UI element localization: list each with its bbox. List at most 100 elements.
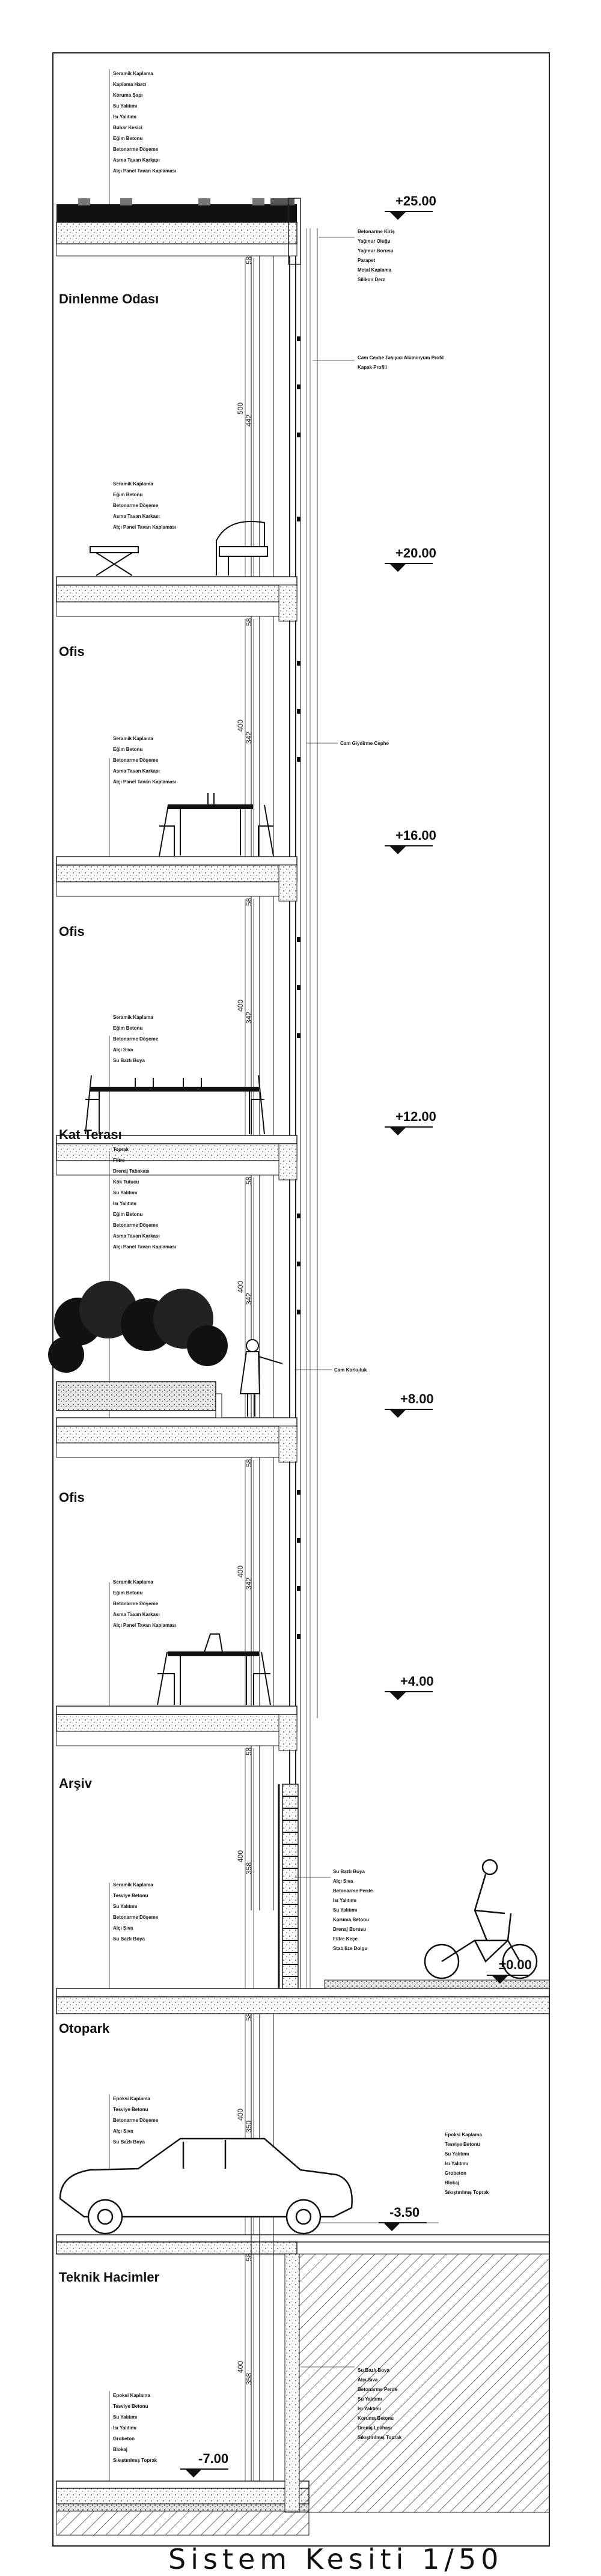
svg-text:Cam Korkuluk: Cam Korkuluk [334, 1367, 367, 1373]
svg-text:+25.00: +25.00 [395, 193, 436, 208]
svg-text:±0.00: ±0.00 [499, 1957, 532, 1972]
note-floor-a: Seramik Kaplama Eğim Betonu Betonarme Dö… [113, 481, 176, 530]
dim-story-6: 400 [236, 1850, 245, 1862]
svg-text:Eğim Betonu: Eğim Betonu [113, 492, 142, 497]
svg-text:Isı Yalıtımı: Isı Yalıtımı [113, 114, 136, 120]
svg-text:Su Yalıtımı: Su Yalıtımı [113, 2414, 137, 2420]
svg-text:Sıkıştırılmış Toprak: Sıkıştırılmış Toprak [445, 2190, 489, 2195]
room-label-arsiv: Arşiv [59, 1776, 93, 1791]
svg-text:Betonarme Döşeme: Betonarme Döşeme [113, 1601, 159, 1606]
dim-slab-2: 58 [245, 618, 253, 626]
room-label-ofis-3: Ofis [59, 1490, 85, 1505]
svg-text:Seramik Kaplama: Seramik Kaplama [113, 1882, 153, 1888]
room-labels: Dinlenme Odası Ofis Ofis Kat Terası Ofis… [59, 291, 160, 2285]
svg-text:Asma Tavan Karkası: Asma Tavan Karkası [113, 157, 160, 163]
floor-slabs [56, 576, 550, 2512]
slab-m7 [56, 2480, 310, 2512]
svg-text:Su Bazlı Boya: Su Bazlı Boya [113, 1936, 145, 1942]
svg-text:Betonarme Döşeme: Betonarme Döşeme [113, 147, 159, 152]
sheet-border [52, 52, 550, 2547]
level-20: +20.00 [385, 545, 436, 572]
svg-text:Kapak Profili: Kapak Profili [358, 365, 387, 370]
svg-text:Eğim Betonu: Eğim Betonu [113, 136, 142, 141]
dim-story-2: 400 [236, 720, 245, 732]
car [59, 2137, 353, 2235]
svg-text:Tesviye Betonu: Tesviye Betonu [445, 2142, 480, 2147]
note-parking-floor: Epoksi Kaplama Tesviye Betonu Betonarme … [113, 2096, 159, 2145]
lounge-furniture [90, 521, 268, 576]
room-label-ofis-2: Ofis [59, 924, 85, 939]
svg-text:Alçı Panel Tavan Kaplaması: Alçı Panel Tavan Kaplaması [113, 1623, 176, 1628]
dim-clear-1: 442 [245, 415, 253, 427]
svg-text:+12.00: +12.00 [395, 1109, 436, 1124]
slab-12 [56, 1135, 297, 1180]
note-archive-floor: Seramik Kaplama Tesviye Betonu Su Yalıtı… [113, 1882, 159, 1942]
svg-text:+16.00: +16.00 [395, 828, 436, 843]
slab-8 [56, 1417, 297, 1463]
svg-text:Yağmur Borusu: Yağmur Borusu [358, 248, 394, 254]
svg-text:Asma Tavan Karkası: Asma Tavan Karkası [113, 1612, 160, 1617]
level-4: +4.00 [385, 1674, 434, 1700]
dim-clear-2: 342 [245, 732, 253, 744]
svg-text:Sıkıştırılmış Toprak: Sıkıştırılmış Toprak [113, 2458, 157, 2463]
earth-fill [56, 2253, 550, 2536]
svg-text:Kök Tutucu: Kök Tutucu [113, 1179, 139, 1185]
svg-text:Su Yalıtımı: Su Yalıtımı [113, 1904, 137, 1909]
note-floor-c: Seramik Kaplama Eğim Betonu Betonarme Dö… [113, 1015, 159, 1063]
svg-text:Betonarme Döşeme: Betonarme Döşeme [113, 1223, 159, 1228]
svg-text:Isı Yalıtımı: Isı Yalıtımı [358, 2406, 381, 2411]
svg-text:Filtre Keçe: Filtre Keçe [333, 1936, 358, 1942]
svg-text:-7.00: -7.00 [198, 2451, 228, 2466]
svg-text:Sıkıştırılmış Toprak: Sıkıştırılmış Toprak [358, 2435, 402, 2440]
note-ground-outside: Su Bazlı Boya Alçı Sıva Betonarme Perde … [333, 1869, 373, 1951]
svg-text:Su Yalıtımı: Su Yalıtımı [445, 2151, 469, 2157]
note-facade: Cam Cephe Taşıyıcı Alüminyum Profil Kapa… [358, 355, 444, 370]
note-terrace: Toprak Filtre Drenaj Tabakası Kök Tutucu… [113, 1147, 176, 1250]
svg-text:Koruma Betonu: Koruma Betonu [333, 1917, 369, 1922]
svg-text:Alçı Sıva: Alçı Sıva [113, 1925, 133, 1931]
cyclist [424, 1859, 538, 1979]
svg-text:Betonarme Perde: Betonarme Perde [358, 2387, 398, 2392]
level-12: +12.00 [385, 1109, 436, 1135]
svg-text:Epoksi Kaplama: Epoksi Kaplama [113, 2096, 150, 2101]
svg-text:Su Yalıtımı: Su Yalıtımı [358, 2396, 382, 2402]
room-label-teknik: Teknik Hacimler [59, 2270, 160, 2285]
svg-text:Seramik Kaplama: Seramik Kaplama [113, 481, 153, 487]
svg-text:Seramik Kaplama: Seramik Kaplama [113, 1015, 153, 1020]
svg-text:Blokaj: Blokaj [113, 2447, 127, 2452]
dim-story-7: 400 [236, 2109, 245, 2121]
level-0: ±0.00 [487, 1957, 532, 1984]
dim-slab-7: 58 [245, 2012, 253, 2021]
svg-text:Filtre: Filtre [113, 1158, 125, 1163]
room-label-dinlenme: Dinlenme Odası [59, 291, 159, 306]
dim-story-4: 400 [236, 1281, 245, 1293]
note-roof-edge: Betonarme Kiriş Yağmur Oluğu Yağmur Boru… [358, 229, 395, 282]
dim-story-8: 400 [236, 2361, 245, 2373]
svg-text:Buhar Kesici: Buhar Kesici [113, 125, 142, 130]
svg-text:Tesviye Betonu: Tesviye Betonu [113, 1893, 148, 1898]
dim-clear-7: 350 [245, 2121, 253, 2133]
svg-text:Yağmur Oluğu: Yağmur Oluğu [358, 238, 391, 244]
svg-text:Toprak: Toprak [113, 1147, 129, 1152]
svg-text:Isı Yalıtımı: Isı Yalıtımı [113, 2425, 136, 2431]
title-block: Sistem Kesiti 1/50 [168, 2543, 503, 2575]
slab-16 [56, 856, 297, 902]
svg-text:Isı Yalıtımı: Isı Yalıtımı [333, 1898, 356, 1903]
svg-text:Seramik Kaplama: Seramik Kaplama [113, 71, 153, 76]
note-technical-floor: Epoksi Kaplama Tesviye Betonu Su Yalıtım… [113, 2393, 157, 2463]
svg-text:Parapet: Parapet [358, 258, 376, 263]
svg-text:Cam Cephe Taşıyıcı Alüminyum P: Cam Cephe Taşıyıcı Alüminyum Profil [358, 355, 444, 360]
svg-text:Koruma Betonu: Koruma Betonu [358, 2416, 394, 2421]
dim-clear-3: 342 [245, 1012, 253, 1024]
svg-text:Alçı Sıva: Alçı Sıva [358, 2377, 378, 2383]
svg-text:Eğim Betonu: Eğim Betonu [113, 1212, 142, 1217]
svg-text:Alçı Sıva: Alçı Sıva [333, 1879, 353, 1884]
svg-text:Su Yalıtımı: Su Yalıtımı [113, 1190, 137, 1195]
svg-text:Drenaj Levhası: Drenaj Levhası [358, 2425, 392, 2431]
room-label-kat-terasi: Kat Terası [59, 1127, 122, 1142]
svg-text:Grobeton: Grobeton [113, 2436, 135, 2441]
drawing-title: Sistem Kesiti 1/50 [168, 2543, 503, 2575]
roof-slab [56, 198, 301, 265]
svg-text:Epoksi Kaplama: Epoksi Kaplama [113, 2393, 150, 2398]
